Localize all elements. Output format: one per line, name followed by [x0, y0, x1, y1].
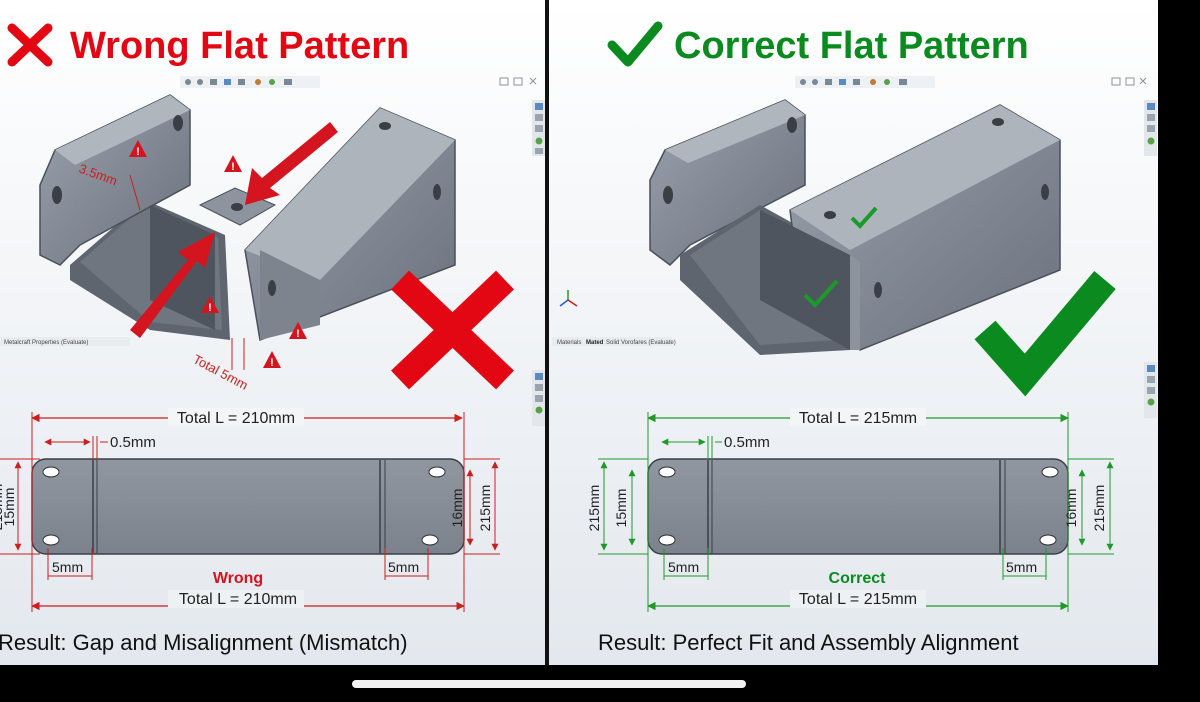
verdict-label: Wrong: [213, 570, 263, 587]
display-icon[interactable]: [238, 79, 245, 85]
home-indicator[interactable]: [352, 680, 746, 688]
small-check-icon: [803, 279, 839, 308]
left-height-label: 15mm: [613, 489, 629, 528]
hole: [1041, 466, 1059, 478]
hole: [421, 534, 439, 546]
total-length-top-label: Total L = 210mm: [177, 410, 295, 427]
correct-flat-pattern: Total L = 215mm 0.5mm 215mm 15mm 16mm 21…: [586, 408, 1114, 612]
gap-dimension-label: 0.5mm: [724, 434, 770, 451]
verdict-label: Correct: [829, 570, 887, 587]
hole: [1039, 534, 1057, 546]
display-icon[interactable]: [853, 79, 860, 85]
wrong-tab-strip[interactable]: Metalcraft Properties (Evaluate): [0, 337, 130, 346]
correct-verdict-icon: [974, 270, 1116, 397]
tab-solid-vorofares[interactable]: Solid Vorofares (Evaluate): [606, 340, 676, 346]
warning-icon: !: [129, 140, 147, 158]
zoom-area-icon[interactable]: [197, 79, 203, 85]
correct-window-controls[interactable]: [1111, 77, 1147, 86]
right-outer-height-label: 215mm: [477, 485, 493, 532]
appearance-icon[interactable]: [255, 79, 261, 85]
correct-panel: Correct Flat Pattern: [549, 0, 1158, 665]
right-edge-label: 5mm: [388, 559, 419, 575]
small-check-icon: [850, 206, 878, 229]
correct-toolbar[interactable]: [795, 76, 935, 88]
section-icon[interactable]: [839, 79, 846, 85]
wrong-title: Wrong Flat Pattern: [70, 25, 409, 67]
correct-title: Correct Flat Pattern: [674, 25, 1029, 67]
wrong-panel: Wrong Flat Pattern: [0, 0, 545, 665]
hole: [428, 466, 446, 478]
wrong-flat-pattern: Total L = 210mm 0.5mm 15mm 215mm 16mm 21…: [0, 408, 500, 612]
left-outer-height-label: 215mm: [586, 485, 602, 532]
left-height-label: 15mm: [1, 488, 17, 527]
hole: [658, 534, 676, 546]
monitor-icon[interactable]: [284, 79, 292, 85]
arrow-top-icon: [245, 122, 338, 205]
right-outer-height-label: 215mm: [1091, 485, 1107, 532]
wrong-toolbar[interactable]: [180, 76, 320, 88]
zoom-icon[interactable]: [800, 79, 806, 85]
hole: [658, 466, 676, 478]
svg-text:!: !: [231, 161, 235, 173]
wrong-verdict-icon: [391, 270, 514, 390]
correct-result-text: Result: Perfect Fit and Assembly Alignme…: [598, 630, 1019, 655]
svg-text:!: !: [136, 146, 140, 158]
total-length-bottom-label: Total L = 210mm: [179, 591, 297, 608]
correct-tab-strip[interactable]: Materials Mated Solid Vorofares (Evaluat…: [552, 337, 676, 346]
right-bezel: [1158, 0, 1200, 702]
left-edge-label: 5mm: [52, 559, 83, 575]
scene-icon[interactable]: [269, 79, 275, 85]
hole: [42, 534, 60, 546]
gap-dimension-label: 0.5mm: [110, 434, 156, 451]
svg-text:!: !: [270, 357, 274, 369]
panel-divider: [545, 0, 549, 665]
appearance-icon[interactable]: [870, 79, 876, 85]
left-edge-label: 5mm: [668, 559, 699, 575]
wrong-title-icon: [7, 23, 53, 67]
right-inner-height-label: 16mm: [449, 489, 465, 528]
zoom-area-icon[interactable]: [812, 79, 818, 85]
view-icon[interactable]: [210, 79, 217, 85]
wrong-task-pane[interactable]: [532, 100, 545, 426]
scene-icon[interactable]: [884, 79, 890, 85]
view-icon[interactable]: [825, 79, 832, 85]
correct-task-pane[interactable]: [1144, 100, 1157, 418]
warning-icon: !: [201, 296, 219, 314]
warning-icon: !: [224, 155, 242, 173]
svg-text:!: !: [296, 328, 300, 340]
section-icon[interactable]: [224, 79, 231, 85]
arrow-bottom-icon: [130, 232, 215, 338]
zoom-icon[interactable]: [185, 79, 191, 85]
right-inner-height-label: 16mm: [1063, 489, 1079, 528]
monitor-icon[interactable]: [899, 79, 907, 85]
correct-title-icon: [607, 21, 663, 67]
wrong-gap-arrows: [130, 122, 338, 338]
left-outer-height-label: 215mm: [0, 484, 5, 531]
tab-materials[interactable]: Materials: [557, 340, 581, 346]
svg-text:!: !: [208, 302, 212, 314]
warning-icon: !: [263, 351, 281, 369]
total-length-bottom-label: Total L = 215mm: [799, 591, 917, 608]
wrong-window-controls[interactable]: [499, 77, 537, 86]
axis-triad-icon: [559, 290, 578, 307]
hole: [42, 466, 60, 478]
total-length-top-label: Total L = 215mm: [799, 410, 917, 427]
wrong-result-text: Result: Gap and Misalignment (Mismatch): [0, 630, 408, 655]
wrong-warnings: ! ! ! ! !: [129, 140, 307, 369]
right-edge-label: 5mm: [1006, 559, 1037, 575]
correct-3d-model: [649, 99, 1061, 355]
wrong-tab-label[interactable]: Metalcraft Properties (Evaluate): [4, 340, 88, 346]
tab-mated[interactable]: Mated: [586, 340, 604, 346]
warning-icon: !: [289, 322, 307, 340]
